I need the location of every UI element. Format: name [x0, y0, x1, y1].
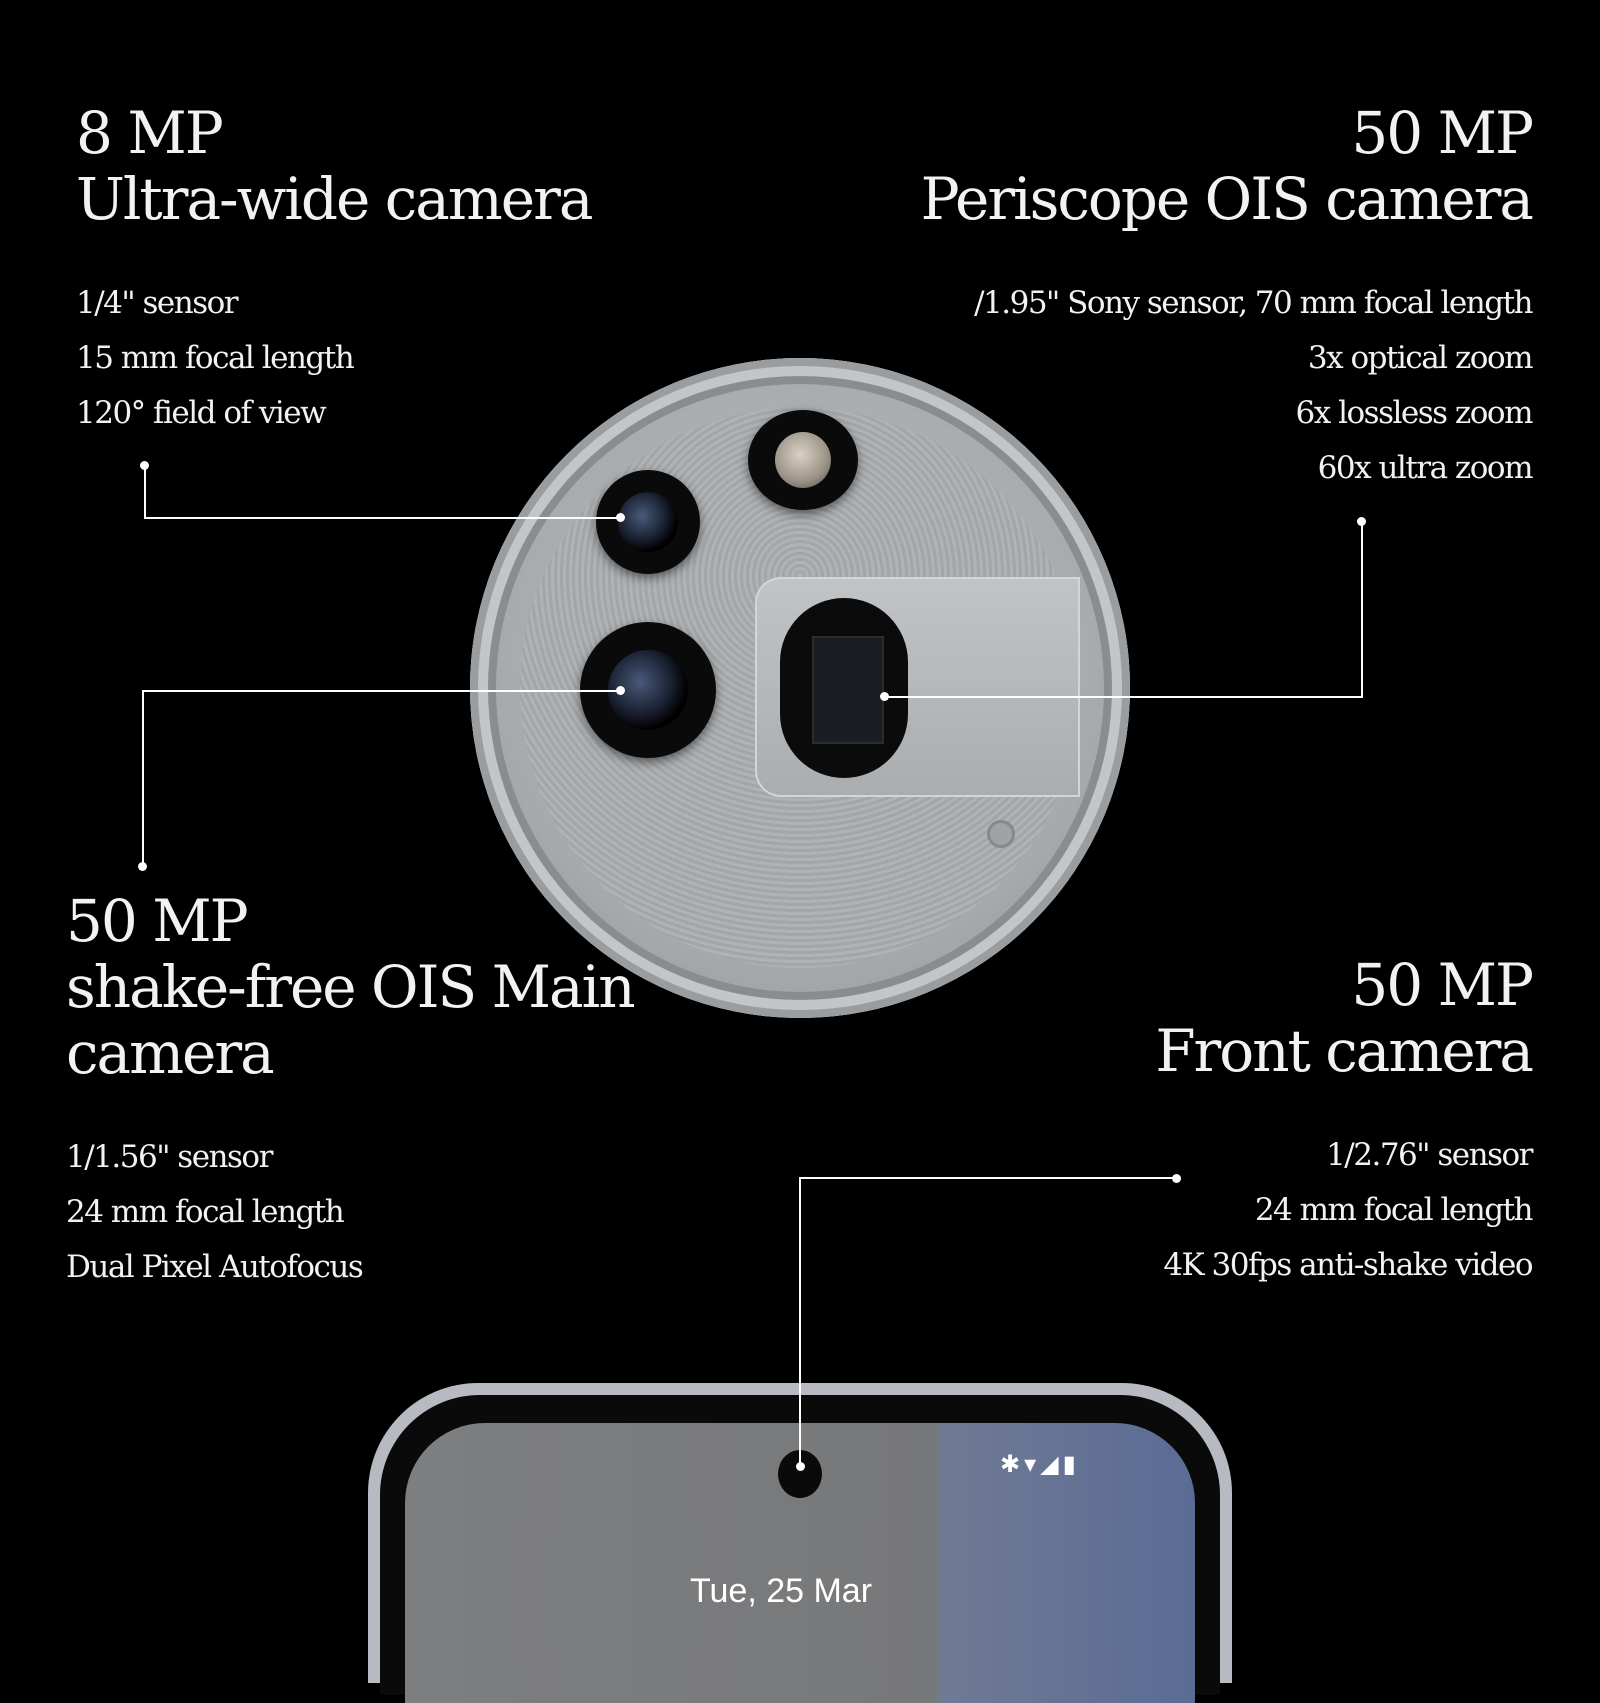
callout-line	[142, 690, 621, 692]
spec-line: 24 mm focal length	[66, 1194, 345, 1230]
periscope-megapixels: 50 MP	[1351, 99, 1534, 167]
callout-dot	[616, 513, 625, 522]
main-title-line2: camera	[66, 1019, 275, 1087]
main-megapixels: 50 MP	[66, 887, 249, 955]
ultra-wide-camera-block: 8 MP Ultra-wide camera 1/4" sensor 15 mm…	[76, 99, 593, 441]
ultra-wide-lens-icon	[596, 470, 700, 574]
spec-line: Dual Pixel Autofocus	[66, 1249, 364, 1285]
callout-dot	[796, 1462, 805, 1471]
callout-line	[884, 696, 1363, 698]
spec-line: 1/2.76" sensor	[1326, 1137, 1533, 1173]
ultra-wide-megapixels: 8 MP	[76, 99, 224, 167]
front-megapixels: 50 MP	[1351, 951, 1534, 1019]
callout-line	[144, 517, 621, 519]
main-title-line1: shake-free OIS Main	[66, 953, 636, 1021]
spec-line: 1/1.56" sensor	[66, 1139, 273, 1175]
ultra-wide-title: Ultra-wide camera	[76, 165, 593, 233]
spec-line: 4K 30fps anti-shake video	[1163, 1247, 1533, 1283]
spec-line: 15 mm focal length	[76, 340, 355, 376]
periscope-title: Periscope OIS camera	[920, 165, 1534, 233]
front-title: Front camera	[1155, 1017, 1534, 1085]
microphone-icon	[987, 820, 1015, 848]
callout-line	[142, 690, 144, 866]
callout-dot	[138, 862, 147, 871]
spec-line: 24 mm focal length	[1254, 1192, 1534, 1228]
spec-line: 3x optical zoom	[1307, 340, 1534, 376]
callout-line	[1361, 521, 1363, 697]
periscope-specs: /1.95" Sony sensor, 70 mm focal length 3…	[921, 276, 1534, 496]
main-camera-block: 50 MP shake-free OIS Main camera 1/1.56"…	[66, 887, 636, 1295]
spec-line: 60x ultra zoom	[1317, 450, 1534, 486]
status-bar-icons: ✱▾◢▮	[1000, 1450, 1080, 1478]
callout-line	[144, 465, 146, 518]
callout-dot	[1172, 1174, 1181, 1183]
callout-dot	[616, 686, 625, 695]
periscope-camera-block: 50 MP Periscope OIS camera /1.95" Sony s…	[920, 99, 1534, 496]
callout-line	[799, 1177, 1176, 1179]
ultra-wide-specs: 1/4" sensor 15 mm focal length 120° fiel…	[76, 276, 591, 441]
spec-line: 120° field of view	[76, 395, 327, 431]
spec-line: 6x lossless zoom	[1295, 395, 1534, 431]
callout-dot	[880, 692, 889, 701]
front-specs: 1/2.76" sensor 24 mm focal length 4K 30f…	[1155, 1128, 1534, 1293]
spec-line: 1/4" sensor	[76, 285, 239, 321]
flash-icon	[748, 410, 858, 510]
callout-line	[799, 1177, 801, 1467]
spec-line: /1.95" Sony sensor, 70 mm focal length	[974, 285, 1533, 321]
lockscreen-date: Tue, 25 Mar	[690, 1572, 873, 1610]
periscope-window	[812, 636, 884, 744]
front-camera-block: 50 MP Front camera 1/2.76" sensor 24 mm …	[1155, 951, 1534, 1293]
main-specs: 1/1.56" sensor 24 mm focal length Dual P…	[66, 1130, 634, 1295]
